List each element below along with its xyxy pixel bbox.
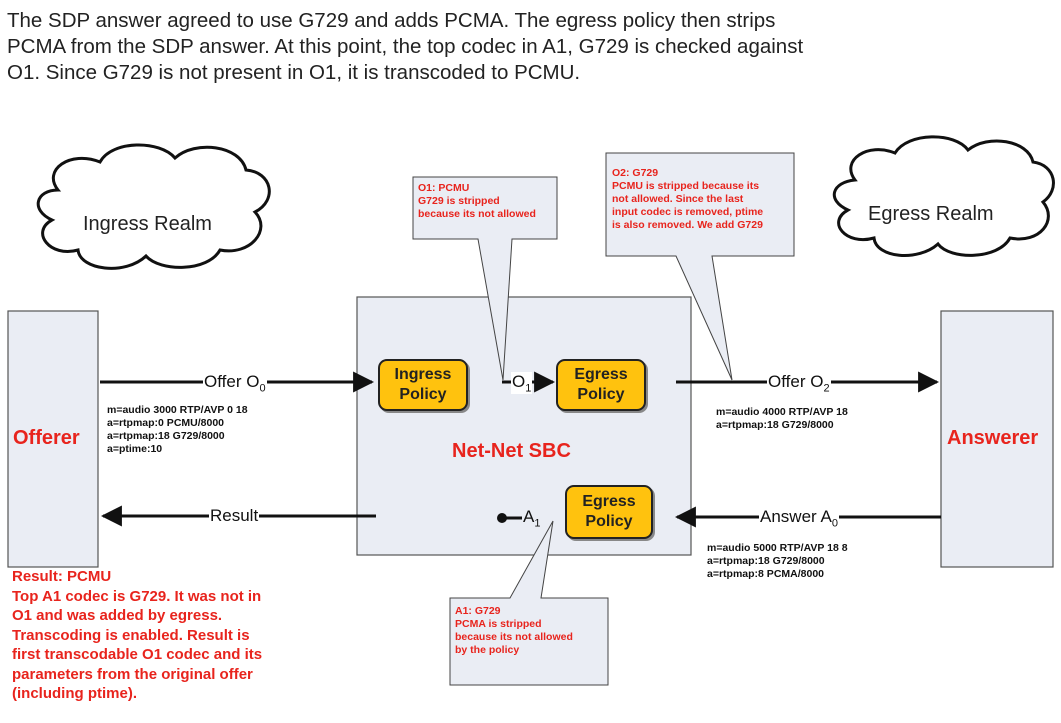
policy-line: Policy bbox=[577, 386, 625, 403]
flow-subscript: 0 bbox=[831, 517, 838, 530]
ingress-policy-box: Ingress Policy bbox=[378, 359, 468, 411]
callout-line: because its not allowed bbox=[455, 631, 573, 643]
answerer-label: Answerer bbox=[947, 427, 1039, 449]
callout-line: not allowed. Since the last bbox=[612, 193, 744, 205]
sdp-line: m=audio 3000 RTP/AVP 0 18 bbox=[107, 404, 248, 416]
ingress-realm-label: Ingress Realm bbox=[83, 213, 212, 235]
flow-subscript: 2 bbox=[823, 382, 830, 395]
callout-line: input codec is removed, ptime bbox=[612, 206, 764, 218]
a1-dot bbox=[497, 513, 507, 523]
intro-paragraph: The SDP answer agreed to use G729 and ad… bbox=[7, 8, 1057, 86]
policy-line: Policy bbox=[399, 386, 447, 403]
o1-label: O1 bbox=[511, 372, 533, 395]
callout-a1-box bbox=[449, 520, 609, 686]
flow-subscript: 1 bbox=[534, 517, 541, 530]
result-note: Result: PCMU Top A1 codec is G729. It wa… bbox=[12, 567, 262, 704]
result-line: Top A1 codec is G729. It was not in bbox=[12, 587, 262, 605]
sdp-line: a=rtpmap:8 PCMA/8000 bbox=[707, 568, 825, 580]
ingress-realm-cloud bbox=[36, 143, 271, 270]
flow-text: Offer O bbox=[768, 372, 824, 391]
flow-text: Answer A bbox=[760, 507, 832, 526]
callout-line: by the policy bbox=[455, 644, 520, 656]
sdp-line: a=rtpmap:18 G729/8000 bbox=[707, 555, 825, 567]
callout-line: PCMU is stripped because its bbox=[612, 180, 760, 192]
egress-policy-answer-box: Egress Policy bbox=[565, 485, 653, 539]
flow-subscript: 1 bbox=[525, 382, 532, 395]
callout-line: O2: G729 bbox=[612, 167, 659, 179]
sdp-line: a=rtpmap:18 G729/8000 bbox=[716, 419, 834, 431]
egress-policy-box: Egress Policy bbox=[556, 359, 646, 411]
callout-o2-box bbox=[605, 152, 795, 381]
offerer-box bbox=[7, 310, 99, 568]
callout-a1-text: A1: G729 PCMA is stripped because its no… bbox=[455, 605, 573, 657]
policy-line: Policy bbox=[585, 513, 633, 530]
callout-line: is also removed. We add G729 bbox=[612, 219, 763, 231]
flow-text: O bbox=[512, 372, 526, 391]
result-line: O1 and was added by egress. bbox=[12, 607, 223, 624]
sdp-offer-o2: m=audio 4000 RTP/AVP 18 a=rtpmap:18 G729… bbox=[716, 406, 848, 432]
intro-line: O1. Since G729 is not present in O1, it … bbox=[7, 61, 581, 84]
result-label: Result bbox=[209, 506, 260, 526]
callout-o2-text: O2: G729 PCMU is stripped because its no… bbox=[612, 167, 763, 232]
result-line: first transcodable O1 codec and its bbox=[12, 646, 263, 663]
sdp-line: a=ptime:10 bbox=[107, 443, 163, 455]
policy-line: Egress bbox=[574, 366, 628, 383]
callout-o1-text: O1: PCMU G729 is stripped because its no… bbox=[418, 182, 536, 221]
callout-line: PCMA is stripped bbox=[455, 618, 542, 630]
sdp-offer-o0: m=audio 3000 RTP/AVP 0 18 a=rtpmap:0 PCM… bbox=[107, 404, 248, 456]
offerer-label: Offerer bbox=[13, 427, 80, 449]
policy-line: Egress bbox=[582, 493, 636, 510]
callout-line: O1: PCMU bbox=[418, 182, 470, 194]
callout-o1-box bbox=[412, 176, 558, 381]
sdp-line: m=audio 4000 RTP/AVP 18 bbox=[716, 406, 848, 418]
result-line: (including ptime). bbox=[12, 685, 137, 702]
sdp-line: a=rtpmap:0 PCMU/8000 bbox=[107, 417, 225, 429]
sdp-answer-a0: m=audio 5000 RTP/AVP 18 8 a=rtpmap:18 G7… bbox=[707, 542, 848, 581]
sdp-line: m=audio 5000 RTP/AVP 18 8 bbox=[707, 542, 848, 554]
callout-line: because its not allowed bbox=[418, 208, 536, 220]
callout-line: G729 is stripped bbox=[418, 195, 500, 207]
intro-line: PCMA from the SDP answer. At this point,… bbox=[7, 35, 804, 58]
flow-text: A bbox=[523, 507, 535, 526]
answerer-box bbox=[940, 310, 1054, 568]
egress-realm-cloud bbox=[832, 135, 1055, 257]
sbc-label: Net-Net SBC bbox=[452, 440, 571, 462]
offer-o2-label: Offer O2 bbox=[767, 372, 831, 395]
sdp-line: a=rtpmap:18 G729/8000 bbox=[107, 430, 225, 442]
result-line: Transcoding is enabled. Result is bbox=[12, 626, 250, 644]
a1-label: A1 bbox=[523, 507, 540, 529]
flow-subscript: 0 bbox=[259, 382, 266, 395]
egress-realm-label: Egress Realm bbox=[868, 203, 994, 225]
result-line: parameters from the original offer bbox=[12, 665, 253, 683]
intro-line: The SDP answer agreed to use G729 and ad… bbox=[7, 9, 776, 32]
policy-line: Ingress bbox=[394, 366, 452, 383]
callout-line: A1: G729 bbox=[455, 605, 501, 617]
flow-text: Offer O bbox=[204, 372, 260, 391]
result-line: Result: PCMU bbox=[12, 568, 112, 585]
answer-a0-label: Answer A0 bbox=[759, 507, 839, 530]
offer-o0-label: Offer O0 bbox=[203, 372, 267, 395]
